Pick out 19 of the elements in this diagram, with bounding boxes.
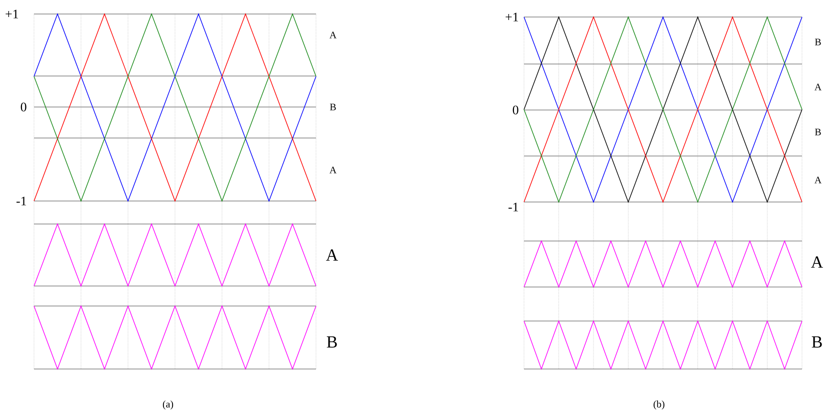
region-label: B [814,38,821,46]
region-label: A [814,84,822,90]
panel-caption: (b) [654,400,664,410]
region-label: B [814,128,821,136]
pulse-label: A [326,249,338,261]
axis-tick-label: -1 [16,196,26,206]
pulse-label: B [326,336,337,348]
region-label: B [330,104,336,110]
axis-tick-label: 0 [512,106,518,114]
axis-tick-label: +1 [6,10,18,18]
pulse-label: B [812,336,822,348]
axis-tick-label: +1 [506,12,518,22]
region-label: A [330,166,337,174]
axis-tick-label: 0 [20,102,26,112]
region-label: A [330,32,337,38]
axis-tick-label: -1 [508,202,518,212]
region-label: A [814,176,822,184]
pulse-label: A [811,256,823,268]
panel-caption: (a) [162,400,174,410]
